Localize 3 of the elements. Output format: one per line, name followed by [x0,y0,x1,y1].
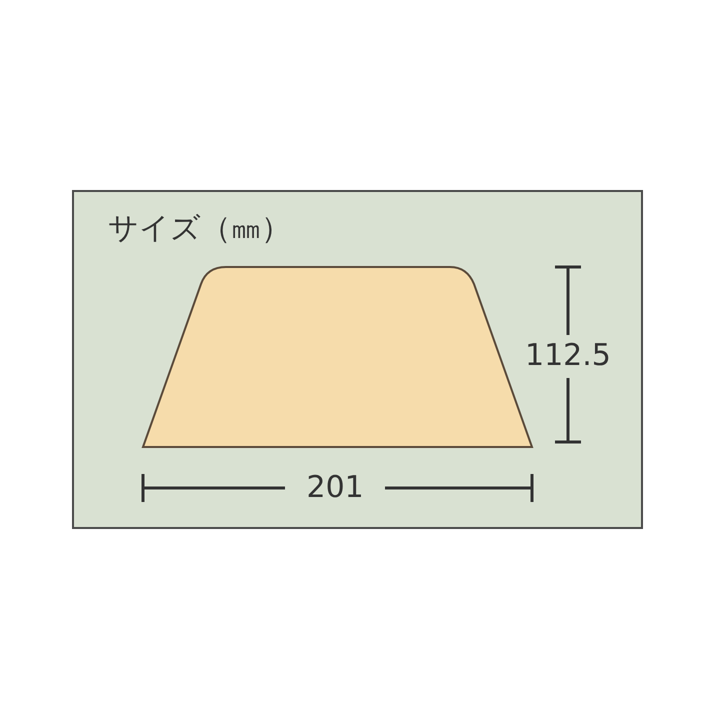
heading-text: サイズ（㎜） [108,212,291,246]
dimension-label: 112.5 [525,339,611,373]
dimension-label: 201 [306,471,364,505]
